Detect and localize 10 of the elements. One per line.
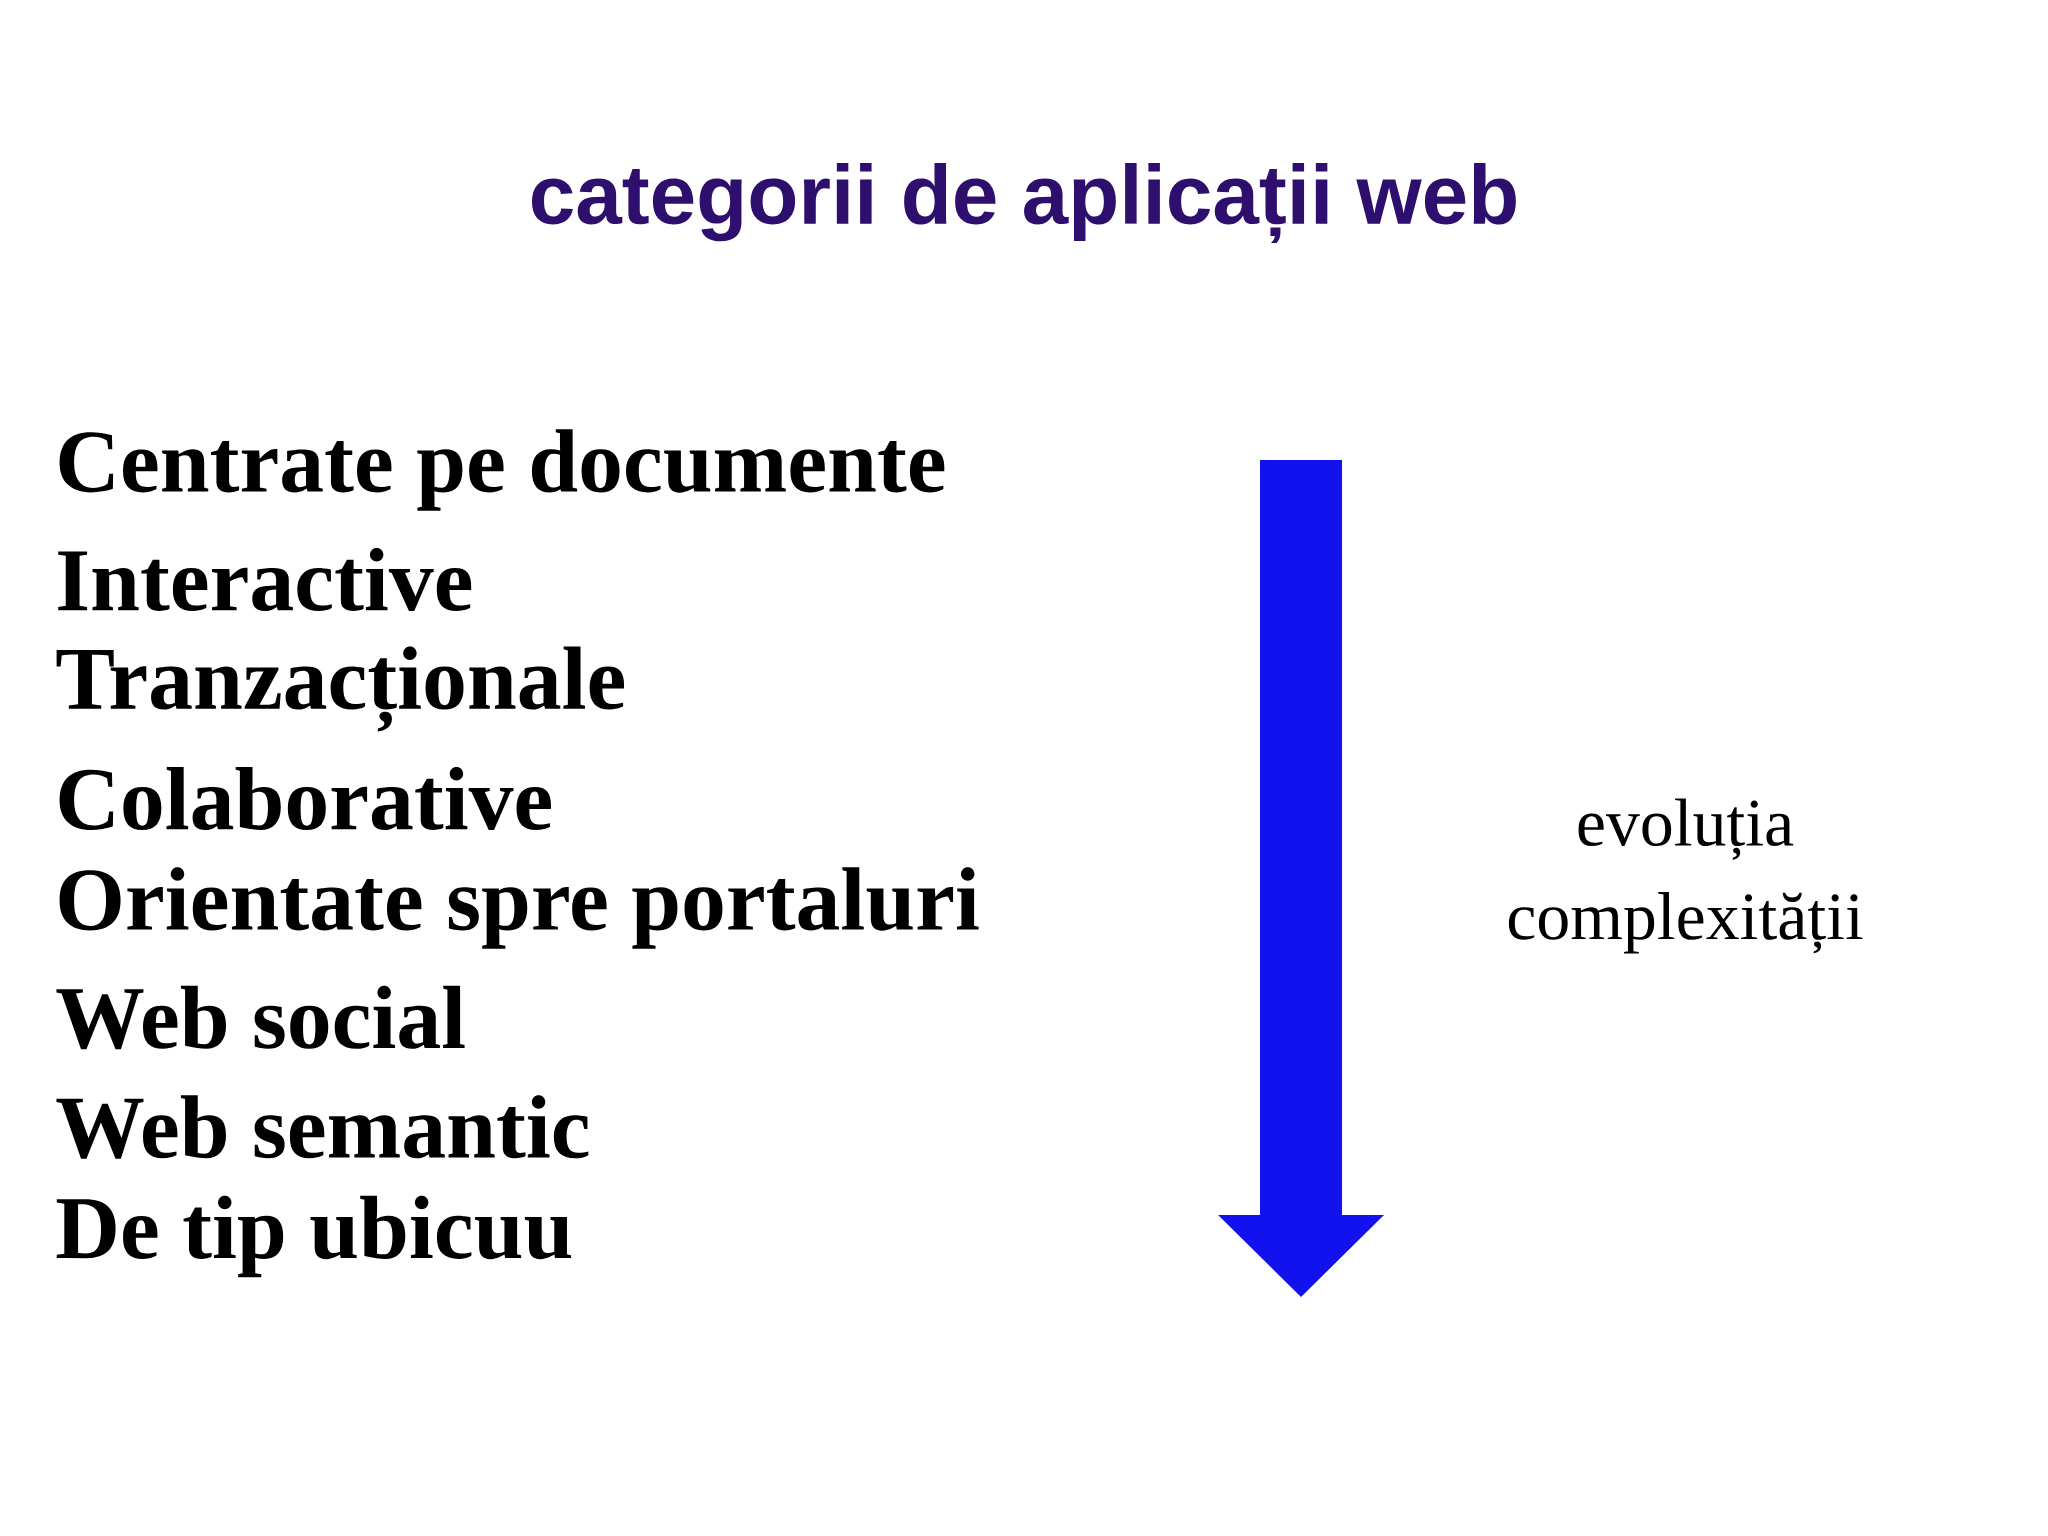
list-item: Tranzacționale [56, 646, 624, 732]
list-item: Interactive [58, 547, 472, 612]
list-item: Orientate spre portaluri [59, 867, 979, 949]
list-item: De tip ubicuu [56, 1195, 571, 1278]
axis-label: evoluția complexității [1508, 798, 1863, 954]
list-item: Colaborative [59, 766, 551, 831]
list-item: Web semantic [56, 1095, 589, 1159]
list-item: Web social [56, 985, 465, 1050]
list-item: Centrate pe documente [59, 429, 945, 511]
title: categorii de aplicații web [532, 163, 1516, 243]
